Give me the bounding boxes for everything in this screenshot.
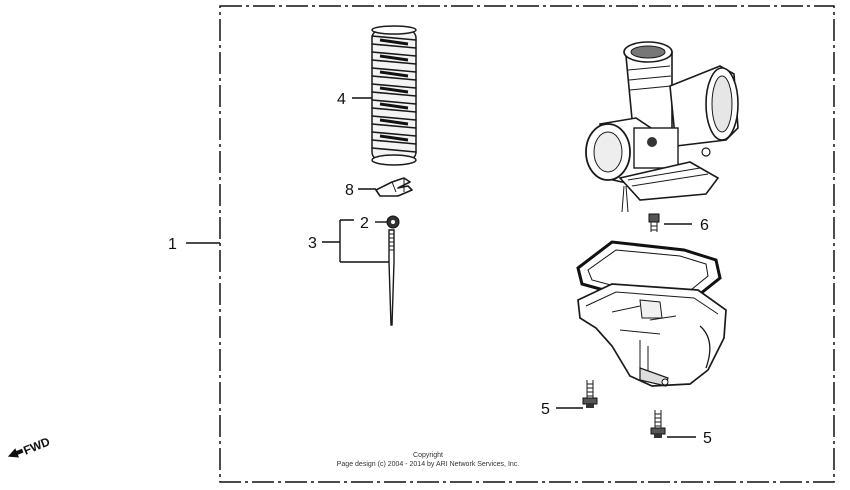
- diagram-frame: [219, 5, 835, 483]
- spring-part[interactable]: [371, 25, 417, 166]
- callout-1-label: 1: [168, 236, 177, 253]
- float-bowl-gasket[interactable]: [576, 240, 722, 304]
- callout-1[interactable]: 1: [168, 236, 220, 253]
- callout-5-lower[interactable]: 5: [667, 430, 712, 447]
- callout-5-upper[interactable]: 5: [541, 401, 583, 418]
- fwd-indicator: FWD: [7, 434, 52, 458]
- clip-part[interactable]: [375, 177, 413, 197]
- callout-6-label: 6: [700, 217, 709, 234]
- callout-8-label: 8: [345, 182, 354, 199]
- callout-3-label: 3: [308, 235, 317, 252]
- arrow-left-icon: [7, 448, 24, 458]
- callout-2-label: 2: [360, 215, 369, 232]
- copyright-text: Page design (c) 2004 - 2014 by ARI Netwo…: [337, 461, 520, 468]
- screw-part-6[interactable]: [648, 213, 660, 232]
- e-clip-part[interactable]: [386, 215, 400, 229]
- callout-2[interactable]: 2: [360, 215, 387, 232]
- callout-5-lower-label: 5: [703, 430, 712, 447]
- fwd-label: FWD: [21, 434, 52, 457]
- carburetor-body[interactable]: [585, 41, 739, 213]
- callout-8[interactable]: 8: [345, 182, 376, 199]
- bowl-screw-5a[interactable]: [582, 380, 598, 408]
- callout-4-label: 4: [337, 91, 346, 108]
- bowl-screw-5b[interactable]: [650, 410, 666, 438]
- callout-4[interactable]: 4: [337, 91, 372, 108]
- copyright-title: Copyright: [413, 452, 443, 459]
- callout-5-upper-label: 5: [541, 401, 550, 418]
- callout-6[interactable]: 6: [664, 217, 709, 234]
- callout-3[interactable]: 3: [308, 219, 389, 263]
- jet-needle-part[interactable]: [388, 229, 395, 326]
- float-bowl[interactable]: [577, 283, 727, 387]
